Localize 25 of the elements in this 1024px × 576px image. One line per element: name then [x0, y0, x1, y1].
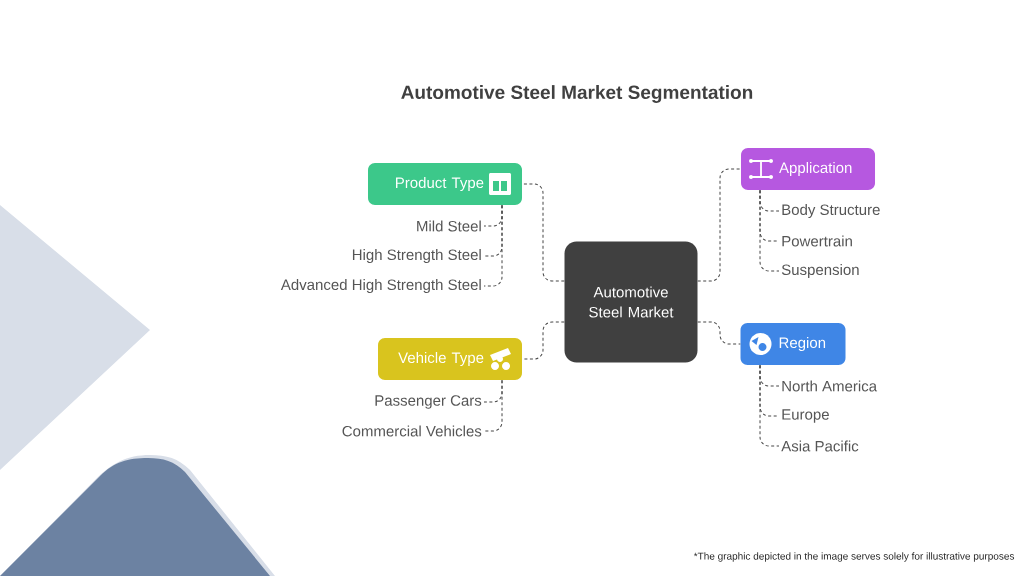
- title: Automotive Steel Market Segmentation: [401, 85, 753, 103]
- connector: [759, 364, 780, 447]
- category-box: Product Type: [368, 163, 522, 205]
- item-text: High Strength Steel: [352, 249, 481, 263]
- connector: [697, 168, 742, 282]
- item-text: North America: [782, 380, 878, 392]
- disclaimer-note: *The graphic depicted in the image serves solely for illustrative purposes: [693, 552, 1015, 562]
- category-box: Region: [740, 323, 846, 365]
- item-text: Europe: [782, 409, 829, 423]
- item-text: Asia Pacific: [781, 440, 859, 452]
- category-box: Vehicle Type: [378, 338, 522, 380]
- item-text: Mild Steel: [417, 220, 481, 232]
- center-box: Automotive Steel Market: [564, 241, 698, 363]
- connector: [759, 189, 780, 272]
- item-text: Body Structure: [782, 204, 880, 218]
- item-text: Powertrain: [782, 235, 852, 247]
- connector: [483, 204, 503, 287]
- connector: [521, 183, 565, 282]
- item-text: Suspension: [781, 264, 859, 278]
- connector: [483, 379, 503, 432]
- item-text: Commercial Vehicles: [342, 425, 482, 437]
- item-text: Advanced High Strength Steel: [280, 279, 481, 293]
- item-text: Passenger Cars: [375, 395, 482, 409]
- connector: [697, 321, 741, 345]
- category-box: Application: [741, 148, 875, 190]
